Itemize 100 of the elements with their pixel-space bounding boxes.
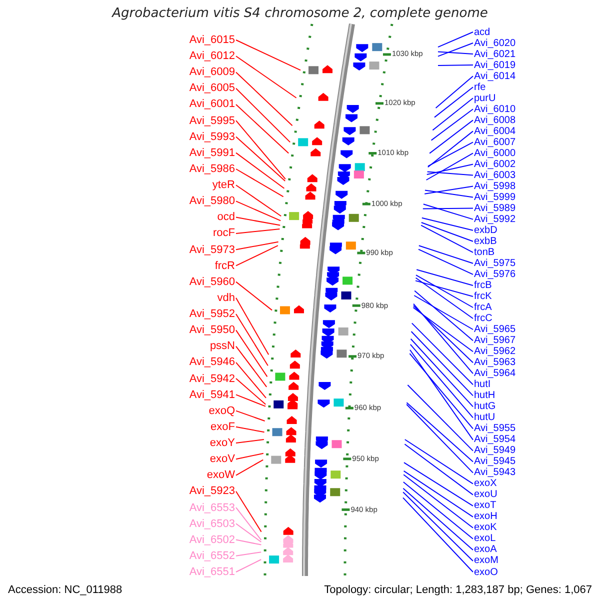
leader-line xyxy=(409,353,474,430)
gene-label: exoO xyxy=(474,566,498,578)
leader-line xyxy=(236,56,297,98)
leader-line xyxy=(422,208,474,210)
leader-line xyxy=(236,439,264,444)
gene-label: Avi_5973 xyxy=(189,244,235,256)
gene-label: hutH xyxy=(474,390,496,402)
gene-label: Avi_5954 xyxy=(474,434,516,446)
leader-line xyxy=(236,330,268,378)
leader-line xyxy=(421,217,474,231)
leader-line xyxy=(413,303,474,374)
leader-line xyxy=(403,474,474,528)
gene-label: Avi_5962 xyxy=(474,346,516,358)
leader-line xyxy=(410,331,474,396)
gene-label: Avi_5963 xyxy=(474,357,516,368)
leader-line xyxy=(426,152,474,180)
leader-line xyxy=(438,42,474,57)
gene-label: Avi_5986 xyxy=(189,162,235,175)
gene-label: exoL xyxy=(474,533,496,544)
leader-line xyxy=(236,394,266,407)
gene-label: exbB xyxy=(474,236,497,247)
gene-label: rfe xyxy=(474,82,486,93)
leader-line xyxy=(236,216,281,226)
gene-label: exoX xyxy=(474,478,497,490)
gene-label: Avi_5950 xyxy=(189,324,235,336)
gene-label: vdh xyxy=(217,292,235,304)
gene-label: Avi_5976 xyxy=(474,268,516,280)
leader-line xyxy=(236,314,268,366)
leader-line xyxy=(236,523,262,542)
gene-label: Avi_5967 xyxy=(474,335,516,346)
leader-line xyxy=(402,492,474,562)
gene-label: Avi_6010 xyxy=(474,104,516,115)
leader-line xyxy=(403,470,474,518)
gene-label: Avi_6502 xyxy=(189,534,235,546)
gene-label: frcC xyxy=(474,313,492,324)
leader-line xyxy=(406,402,474,462)
gene-label: Avi_6015 xyxy=(189,34,235,46)
leader-line xyxy=(402,497,474,572)
gene-label: rocF xyxy=(213,227,235,240)
leader-line xyxy=(412,307,474,352)
gene-label: exoM xyxy=(474,555,498,566)
leader-line xyxy=(236,459,264,476)
leader-line xyxy=(236,228,280,234)
leader-line xyxy=(432,98,474,131)
gene-label: Avi_6014 xyxy=(474,70,516,82)
gene-label: Avi_6007 xyxy=(474,136,516,148)
leader-line xyxy=(427,130,474,168)
gene-label: Avi_6004 xyxy=(474,126,516,137)
gene-label: exoY xyxy=(210,437,235,450)
gene-label: Avi_5946 xyxy=(189,356,235,368)
gene-label: Avi_5942 xyxy=(189,372,235,385)
gene-label: Avi_6009 xyxy=(189,66,235,78)
gene-label: Avi_5945 xyxy=(474,456,516,468)
leader-line xyxy=(429,120,474,154)
leader-line xyxy=(236,245,278,266)
leader-line xyxy=(404,444,474,496)
gene-label: Avi_5965 xyxy=(474,324,516,336)
leader-line xyxy=(236,40,301,71)
leader-line xyxy=(415,280,474,297)
leader-line xyxy=(236,241,279,250)
gene-label: Avi_5941 xyxy=(189,388,235,401)
gene-label: tonB xyxy=(474,246,495,258)
leader-line xyxy=(420,224,474,253)
gene-label: Avi_5952 xyxy=(189,308,235,320)
leader-line xyxy=(422,204,474,220)
leader-line xyxy=(438,51,474,54)
title: Agrobacterium vitis S4 chromosome 2, complete genome xyxy=(110,6,489,21)
gene-label: Avi_5993 xyxy=(189,130,235,143)
gene-label: Avi_5998 xyxy=(474,180,516,192)
leader-line xyxy=(414,290,474,342)
accession-note: Accession: NC_011988 xyxy=(8,584,122,597)
gene-label: Avi_6001 xyxy=(189,98,235,110)
leader-line xyxy=(418,248,474,275)
leader-line xyxy=(236,346,268,388)
gene-label: Avi_5964 xyxy=(474,368,516,380)
leader-line xyxy=(236,452,264,460)
gene-label: Avi_5955 xyxy=(474,423,516,434)
leader-line xyxy=(236,200,282,222)
leader-line xyxy=(411,322,474,386)
gene-label: Avi_5943 xyxy=(474,467,516,478)
leader-line xyxy=(236,362,266,398)
leader-line xyxy=(404,439,474,484)
leader-line xyxy=(404,462,474,506)
gene-label: hutI xyxy=(474,379,491,390)
leader-line xyxy=(418,245,474,264)
leader-line xyxy=(410,344,474,418)
leader-line xyxy=(236,490,262,532)
gene-label: Avi_6021 xyxy=(474,48,516,60)
gene-label: Avi_5991 xyxy=(189,146,235,159)
leader-line xyxy=(236,120,286,180)
gene-label: Avi_6553 xyxy=(189,502,235,514)
leader-line xyxy=(402,482,474,540)
leader-line xyxy=(420,222,474,242)
leader-line xyxy=(435,76,474,108)
leader-line xyxy=(407,384,474,452)
gene-label: Avi_5980 xyxy=(189,195,235,208)
gene-label: frcR xyxy=(214,260,235,272)
gene-label: exoA xyxy=(474,544,497,556)
leader-line xyxy=(236,297,270,356)
leader-line xyxy=(236,539,262,546)
